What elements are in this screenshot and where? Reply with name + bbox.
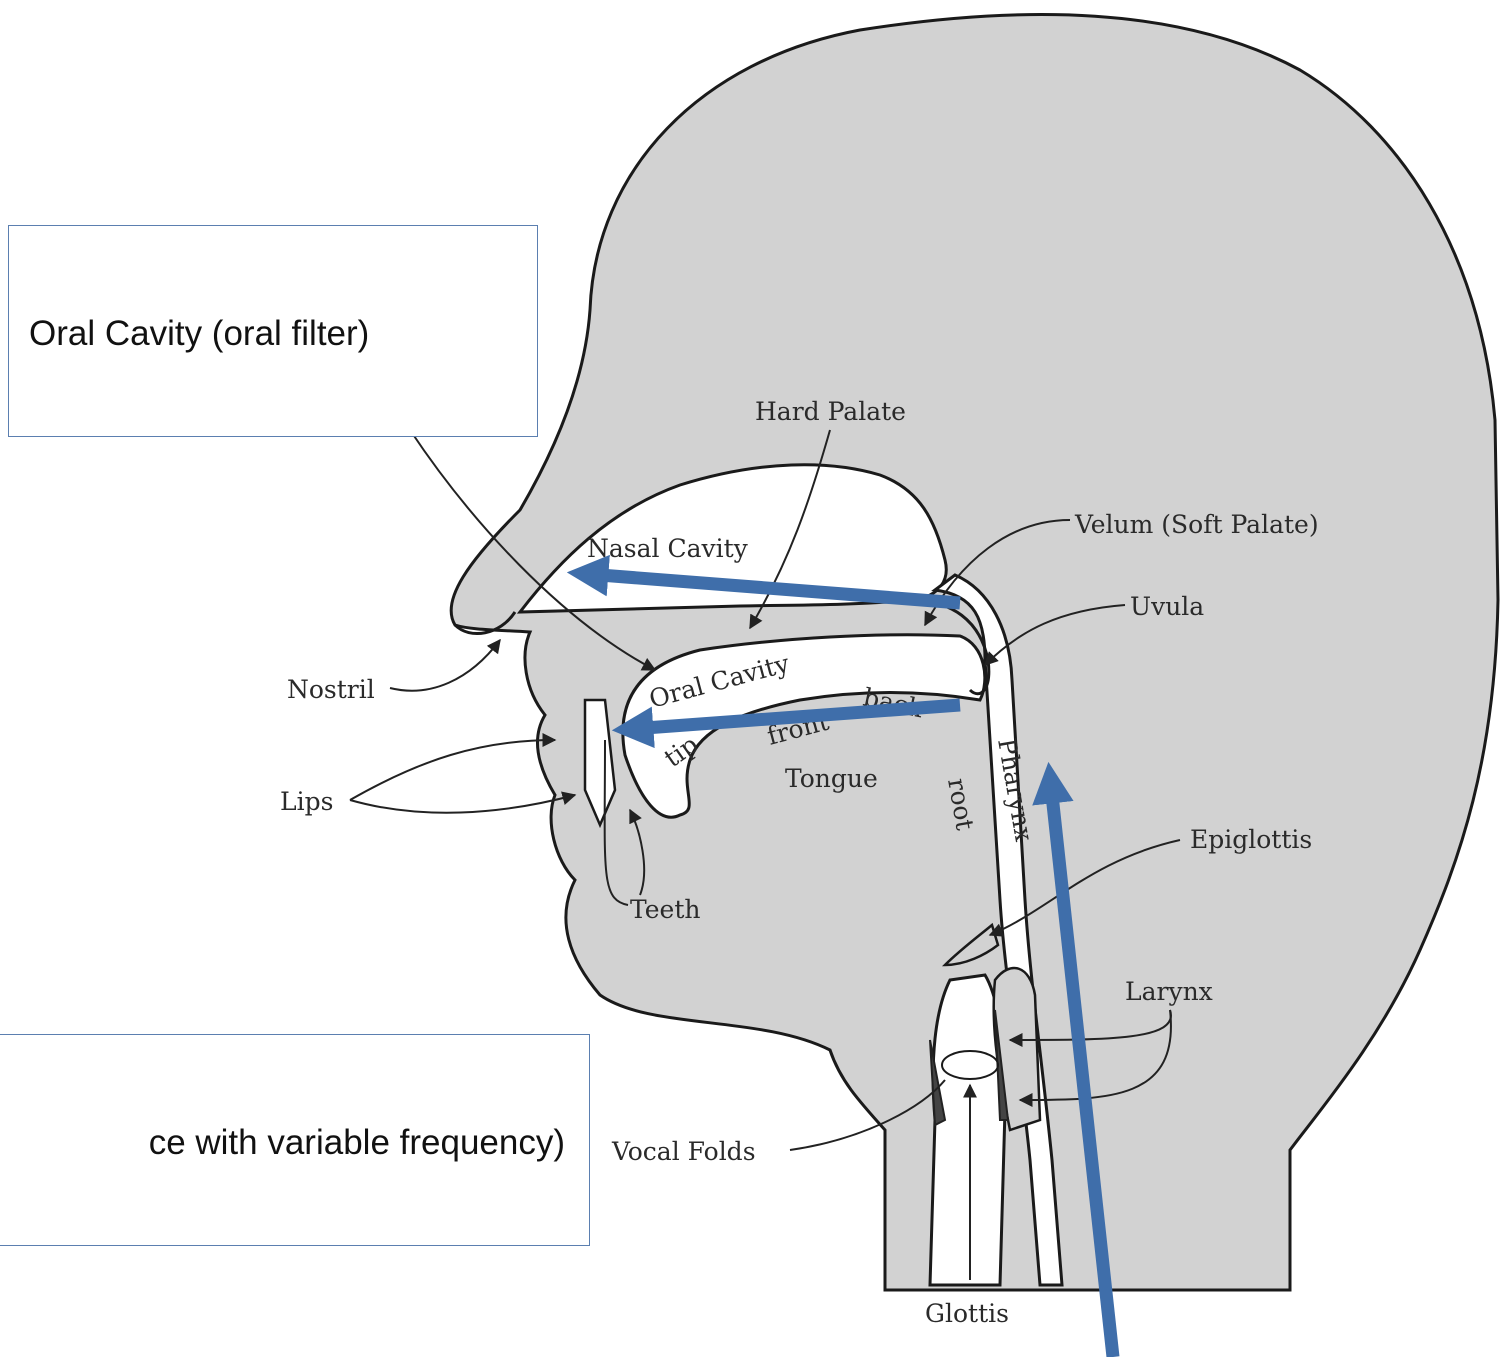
label-hard-palate: Hard Palate <box>755 397 906 426</box>
leader-nostril <box>390 640 500 691</box>
label-uvula: Uvula <box>1130 592 1204 621</box>
leader-lips-lower <box>350 795 575 813</box>
callout-source-text: ce with variable frequency) <box>149 1123 565 1163</box>
leader-lips-upper <box>350 740 555 800</box>
label-glottis: Glottis <box>925 1299 1009 1328</box>
label-nostril: Nostril <box>287 675 375 704</box>
label-nasal-cavity: Nasal Cavity <box>587 534 749 563</box>
label-tongue: Tongue <box>785 764 878 793</box>
callout-source: ce with variable frequency) <box>0 1034 590 1246</box>
callout-oral-filter-text: Oral Cavity (oral filter) <box>29 314 369 354</box>
label-teeth: Teeth <box>630 895 700 924</box>
label-velum: Velum (Soft Palate) <box>1074 510 1319 539</box>
callout-oral-filter: Oral Cavity (oral filter) <box>8 225 538 437</box>
label-vocal-folds: Vocal Folds <box>611 1137 756 1166</box>
label-larynx: Larynx <box>1125 977 1213 1006</box>
label-epiglottis: Epiglottis <box>1190 825 1312 854</box>
label-lips: Lips <box>280 787 333 816</box>
